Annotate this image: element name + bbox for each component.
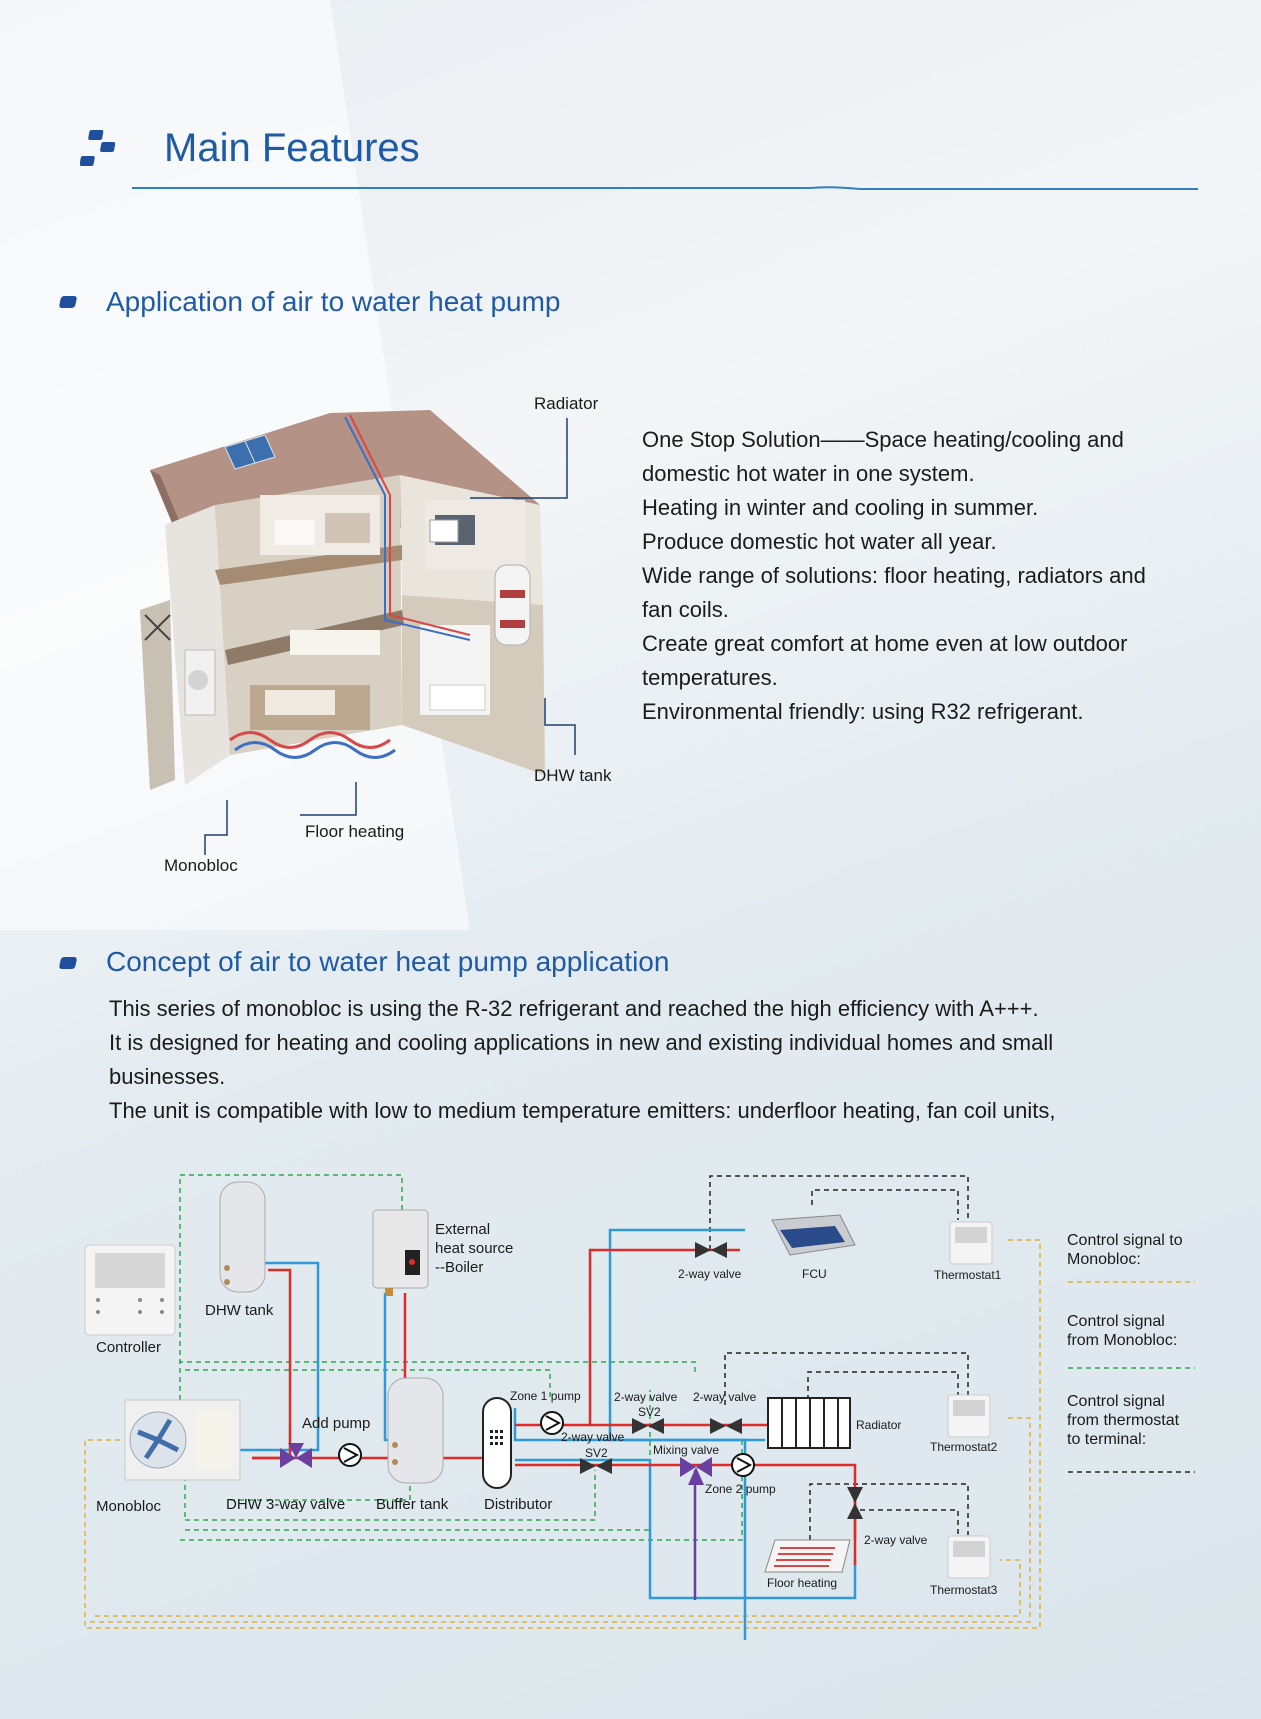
- floor-heating-diagram-icon: [764, 1539, 851, 1573]
- feature-line: Produce domestic hot water all year.: [642, 529, 997, 554]
- diagram-label-monobloc: Monobloc: [96, 1498, 162, 1515]
- diagram-label-external-1: External: [435, 1221, 491, 1238]
- legend-lines: [1068, 1281, 1195, 1473]
- fcu-icon: [771, 1214, 856, 1256]
- dhw-tank-diagram-icon: [219, 1181, 266, 1293]
- diagram-label-sv2-bottom-1: 2-way valve: [561, 1430, 625, 1444]
- diagram-label-radiator: Radiator: [856, 1418, 902, 1432]
- two-way-valve-floor-icon: [847, 1487, 863, 1519]
- label-monobloc: Monobloc: [164, 856, 238, 875]
- section-heading-application: Application of air to water heat pump: [106, 286, 561, 317]
- feature-line: Heating in winter and cooling in summer.: [642, 495, 1039, 520]
- buffer-tank-icon: [387, 1377, 444, 1484]
- concept-paragraphs: This series of monobloc is using the R-3…: [109, 992, 1055, 1128]
- system-diagram: [84, 1174, 1195, 1640]
- legend-text: Control signal: [1067, 1393, 1165, 1410]
- signal-thermostat-lines: [709, 1175, 969, 1540]
- diagram-label-floor-heating: Floor heating: [767, 1576, 838, 1590]
- section-bullet-icon: [58, 957, 78, 969]
- diagram-label-sv2-bottom-2: SV2: [585, 1446, 608, 1460]
- monobloc-diagram-icon: [124, 1399, 241, 1481]
- zone1-pump-icon: [540, 1411, 564, 1435]
- concept-line: businesses.: [109, 1064, 226, 1089]
- diagram-label-two-way-valve-fcu: 2-way valve: [678, 1267, 742, 1281]
- brand-logo-icon: [80, 130, 116, 166]
- thermostat3-icon: [947, 1535, 991, 1579]
- legend-text: Control signal: [1067, 1313, 1165, 1330]
- concept-line: This series of monobloc is using the R-3…: [109, 996, 1039, 1021]
- concept-line: It is designed for heating and cooling a…: [109, 1030, 1054, 1055]
- feature-line: temperatures.: [642, 665, 778, 690]
- label-floor-heating: Floor heating: [305, 822, 405, 841]
- legend-signal-from-monobloc: Control signal from Monobloc:: [1067, 1312, 1177, 1350]
- diagram-label-distributor: Distributor: [484, 1496, 553, 1513]
- hot-pipes: [252, 1248, 857, 1565]
- diagram-label-thermostat1: Thermostat1: [934, 1268, 1002, 1282]
- boiler-icon: [372, 1209, 429, 1296]
- radiator-diagram-icon: [767, 1397, 851, 1449]
- diagram-label-thermostat3: Thermostat3: [930, 1583, 998, 1597]
- signal-from-monobloc-lines: [179, 1174, 743, 1541]
- diagram-label-mixing-valve: Mixing valve: [653, 1443, 720, 1457]
- title-underline: [132, 186, 1198, 190]
- section-heading-concept: Concept of air to water heat pump applic…: [106, 946, 670, 977]
- diagram-label-sv2-top-1: 2-way valve: [614, 1390, 678, 1404]
- controller-icon: [84, 1244, 176, 1336]
- two-way-valve-radiator-icon: [710, 1418, 742, 1434]
- diagram-label-zone1-pump: Zone 1 pump: [510, 1389, 581, 1403]
- feature-line: Environmental friendly: using R32 refrig…: [642, 699, 1084, 724]
- signal-to-monobloc-lines: [84, 1239, 1041, 1629]
- sv2-valve-bottom-icon: [580, 1458, 612, 1474]
- feature-line: domestic hot water in one system.: [642, 461, 975, 486]
- distributor-icon: [482, 1397, 512, 1489]
- feature-line: Create great comfort at home even at low…: [642, 631, 1128, 656]
- sv2-valve-top-icon: [632, 1418, 664, 1434]
- legend-text: from Monobloc:: [1067, 1332, 1178, 1349]
- diagram-label-dhw-3way-valve: DHW 3-way valve: [226, 1496, 346, 1513]
- label-dhw-tank: DHW tank: [534, 766, 612, 785]
- feature-line: Wide range of solutions: floor heating, …: [642, 563, 1146, 588]
- legend-signal-to-monobloc: Control signal to Monobloc:: [1067, 1231, 1183, 1269]
- feature-list: One Stop Solution——Space heating/cooling…: [642, 423, 1146, 729]
- legend-text: Monobloc:: [1067, 1251, 1141, 1268]
- legend-signal-from-thermostat: Control signal from thermostat to termin…: [1067, 1392, 1179, 1449]
- diagram-label-sv2-top-2: SV2: [638, 1405, 661, 1419]
- legend-text: to terminal:: [1067, 1431, 1147, 1448]
- thermostat1-icon: [949, 1221, 993, 1265]
- diagram-label-two-way-valve-floor: 2-way valve: [864, 1533, 928, 1547]
- page-title: Main Features: [164, 126, 420, 170]
- diagram-label-external-2: heat source: [435, 1240, 514, 1257]
- house-callouts: [204, 418, 576, 855]
- diagram-label-external-3: --Boiler: [435, 1259, 484, 1276]
- diagram-label-buffer-tank: Buffer tank: [376, 1496, 449, 1513]
- two-way-valve-fcu-icon: [695, 1242, 727, 1258]
- diagram-label-zone2-pump: Zone 2 pump: [705, 1482, 776, 1496]
- house-illustration: [140, 410, 545, 790]
- feature-line: One Stop Solution——Space heating/cooling…: [642, 427, 1124, 452]
- label-radiator: Radiator: [534, 394, 599, 413]
- add-pump-icon: [338, 1443, 362, 1467]
- diagram-label-fcu: FCU: [802, 1267, 827, 1281]
- legend-text: from thermostat: [1067, 1412, 1180, 1429]
- cold-pipes: [240, 1228, 857, 1640]
- thermostat2-icon: [947, 1394, 991, 1438]
- mixing-valve-icon: [680, 1457, 712, 1485]
- diagram-label-add-pump: Add pump: [302, 1415, 371, 1432]
- diagram-label-dhw-tank: DHW tank: [205, 1302, 274, 1319]
- diagram-label-controller: Controller: [96, 1339, 162, 1356]
- feature-line: fan coils.: [642, 597, 729, 622]
- diagram-label-thermostat2: Thermostat2: [930, 1440, 998, 1454]
- diagram-label-two-way-valve-radiator: 2-way valve: [693, 1390, 757, 1404]
- zone2-pump-icon: [731, 1453, 755, 1477]
- legend-text: Control signal to: [1067, 1232, 1183, 1249]
- dhw-3way-valve-icon: [280, 1443, 312, 1468]
- concept-line: The unit is compatible with low to mediu…: [109, 1098, 1056, 1123]
